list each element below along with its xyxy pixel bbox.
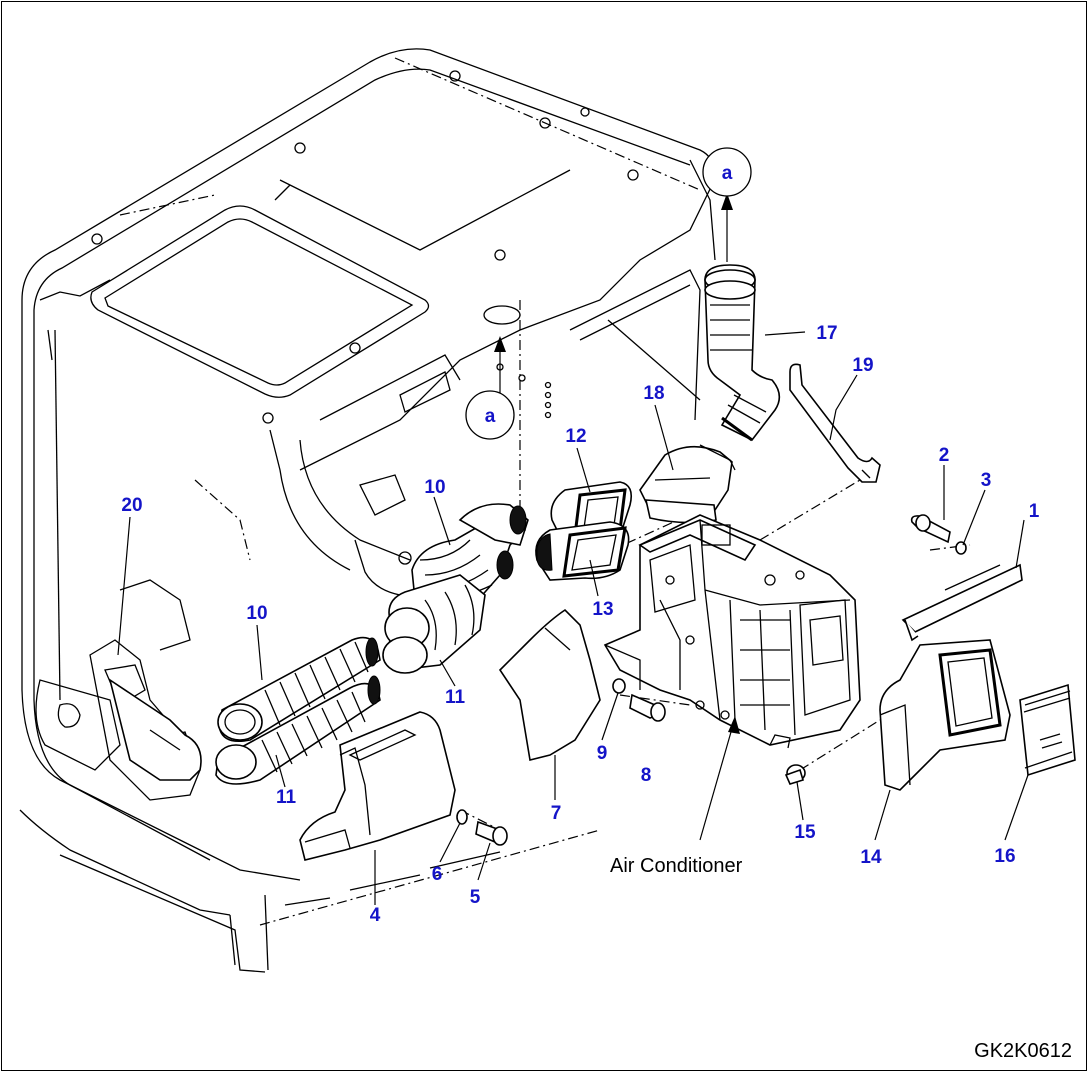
- drawing-code: GK2K0612: [974, 1040, 1072, 1062]
- duct-13: [535, 521, 630, 581]
- arrow-up-top: [721, 193, 733, 210]
- callout-10-upper: 10: [424, 477, 445, 498]
- callout-11-upper: 11: [445, 687, 466, 708]
- callout-20: 20: [121, 495, 142, 516]
- duct-10-lower: [217, 636, 381, 743]
- bolt-5-washer-6: [456, 809, 508, 846]
- callout-4: 4: [370, 905, 381, 926]
- bolt-2-washer-3: [910, 514, 967, 555]
- callout-6: 6: [432, 864, 443, 885]
- callout-9: 9: [597, 743, 608, 764]
- callout-10-lower: 10: [246, 603, 267, 624]
- callout-19: 19: [852, 355, 873, 376]
- callout-16: 16: [994, 846, 1015, 867]
- bracket-1: [901, 563, 1023, 642]
- cover-7: [498, 608, 601, 761]
- callout-1: 1: [1029, 501, 1040, 522]
- callout-18: 18: [643, 383, 664, 404]
- reference-mark-a-top: a: [702, 147, 752, 197]
- roof-opening: [483, 305, 521, 325]
- callout-3: 3: [981, 470, 992, 491]
- reference-label: a: [722, 163, 733, 184]
- air-conditioner-label: Air Conditioner: [610, 855, 743, 877]
- air-conditioner-unit: [603, 514, 861, 749]
- callout-13: 13: [592, 599, 613, 620]
- leader-lines: [117, 193, 1029, 905]
- clip-15: [784, 764, 806, 785]
- duct-19: [789, 363, 881, 483]
- reference-mark-a-center: a: [465, 390, 515, 440]
- duct-17: [704, 264, 781, 442]
- callout-17: 17: [816, 323, 837, 344]
- callout-11-lower: 11: [276, 787, 297, 808]
- cab-outline: [19, 48, 971, 973]
- callout-14: 14: [860, 847, 882, 868]
- duct-18: [639, 444, 736, 524]
- callout-8: 8: [641, 765, 652, 786]
- callout-12: 12: [565, 426, 586, 447]
- duct-20: [108, 678, 202, 781]
- callout-15: 15: [794, 822, 816, 843]
- cover-4: [299, 711, 456, 861]
- duct-11-upper: [382, 574, 486, 674]
- callout-5: 5: [470, 887, 481, 908]
- callout-7: 7: [551, 803, 562, 824]
- filter-16: [1019, 683, 1076, 777]
- callouts: 1 2 3 4 5 6 7 8 9 10 10 11 11 12 13 14 1…: [121, 323, 1039, 926]
- filter-housing-14: [879, 639, 1011, 791]
- bolt-assembly-ac: [612, 678, 666, 722]
- arrow-up-center: [494, 336, 506, 352]
- duct-11-lower: [215, 675, 381, 785]
- rear-panel-edge: [607, 319, 701, 401]
- arrow-air-conditioner: [728, 716, 740, 734]
- reference-label: a: [485, 406, 496, 427]
- callout-2: 2: [939, 445, 950, 466]
